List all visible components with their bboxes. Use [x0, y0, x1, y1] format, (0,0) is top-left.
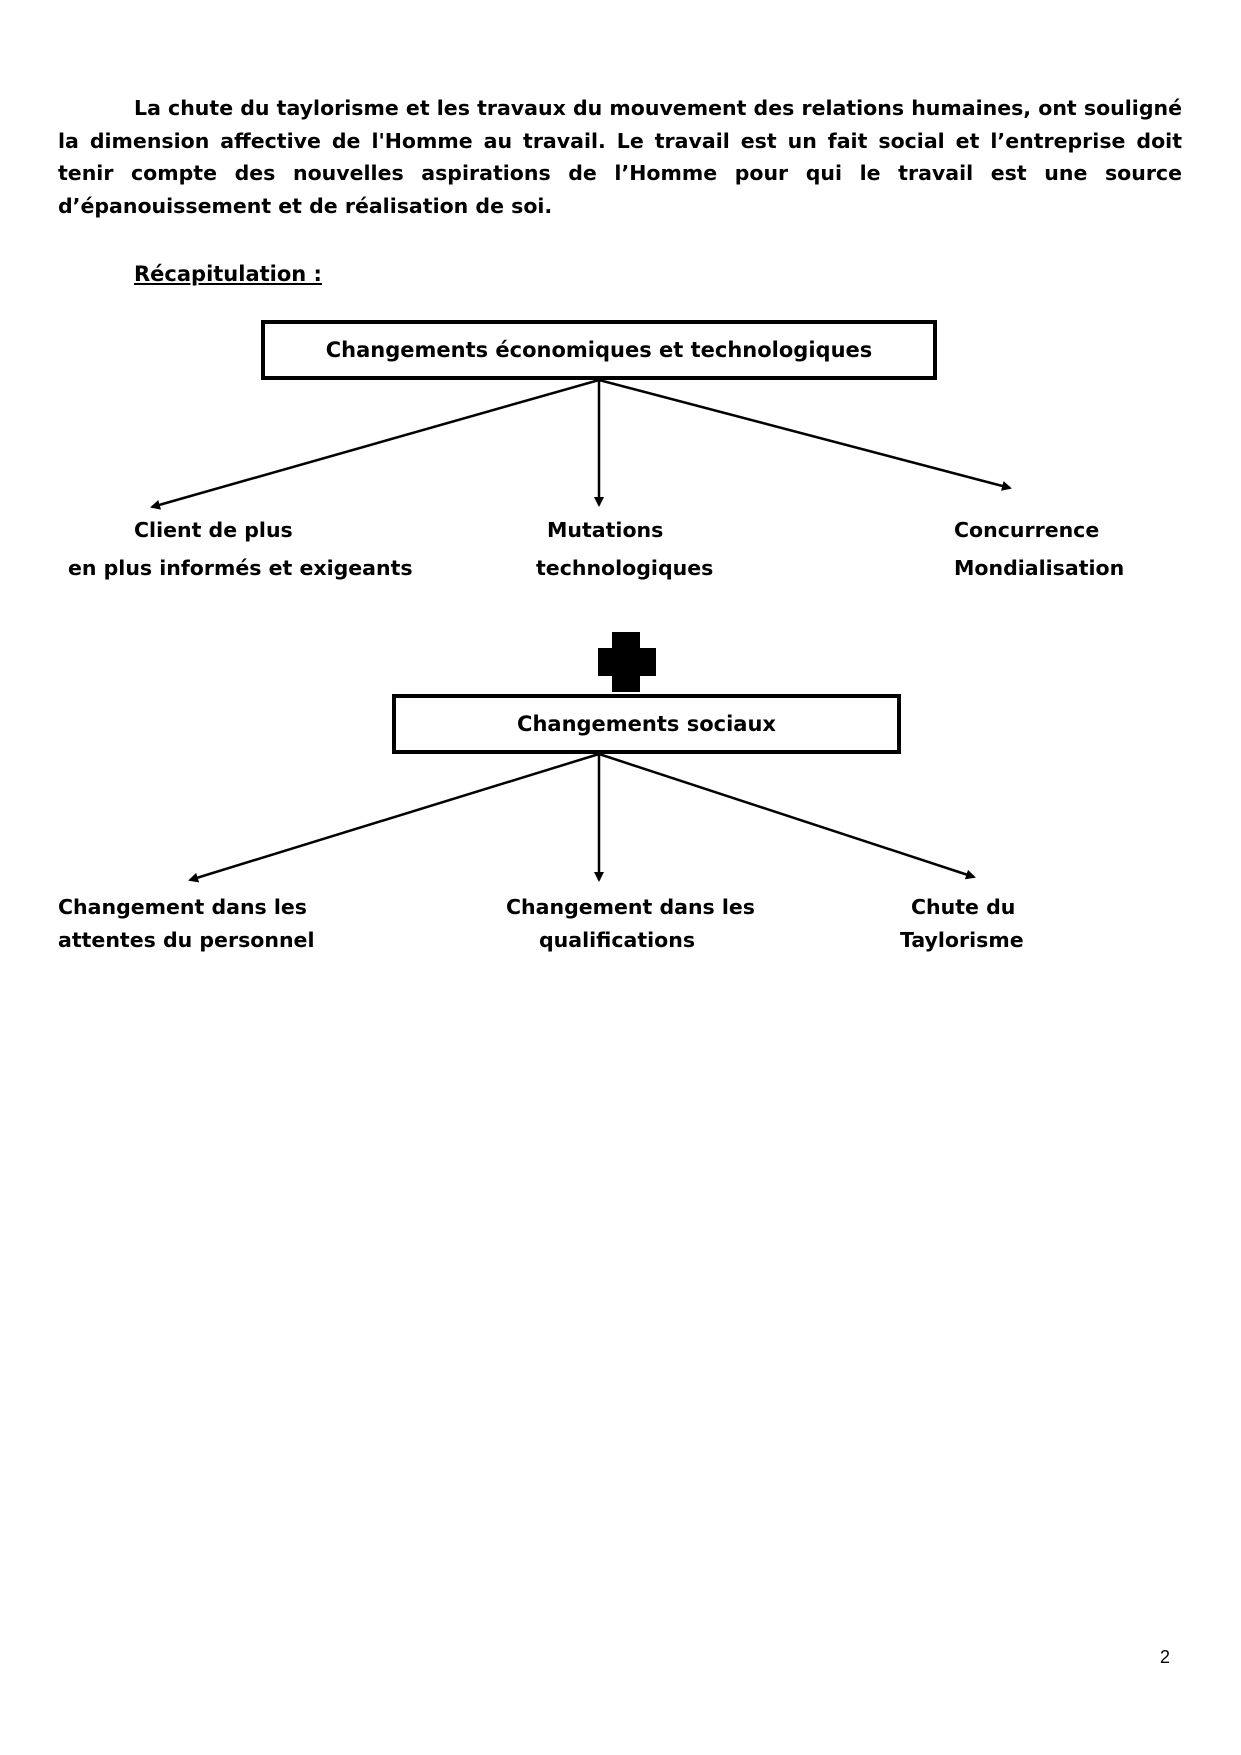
taylorisme-label-line2: Taylorisme [900, 928, 1024, 952]
section-heading: Récapitulation : [134, 262, 322, 286]
clients-label-line2: en plus informés et exigeants [68, 556, 413, 580]
taylorisme-label-line1: Chute du [911, 895, 1016, 919]
clients-label-line1: Client de plus [134, 518, 293, 542]
page-number: 2 [1160, 1647, 1171, 1667]
mutations-label-line1: Mutations [547, 518, 664, 542]
qualifications-label-line2: qualifications [539, 928, 696, 952]
social-changes-box: Changements sociaux [392, 694, 901, 754]
attentes-label-line1: Changement dans les [58, 895, 308, 919]
body-paragraph: La chute du taylorisme et les travaux du… [58, 96, 1182, 218]
arrow-to-concurrence [598, 378, 1012, 491]
concurrence-label-line1: Concurrence [954, 518, 1100, 542]
arrow-to-attentes [188, 752, 600, 883]
economic-changes-box: Changements économiques et technologique… [261, 320, 937, 380]
concurrence-label-line2: Mondialisation [954, 556, 1125, 580]
arrow-to-clients [150, 378, 600, 510]
qualifications-label-line1: Changement dans les [506, 895, 756, 919]
economic-changes-label: Changements économiques et technologique… [325, 338, 873, 362]
attentes-label-line2: attentes du personnel [58, 928, 315, 952]
social-changes-label: Changements sociaux [517, 712, 776, 736]
arrow-to-taylorisme [598, 752, 976, 880]
plus-icon [598, 632, 656, 692]
mutations-label-line2: technologiques [536, 556, 714, 580]
